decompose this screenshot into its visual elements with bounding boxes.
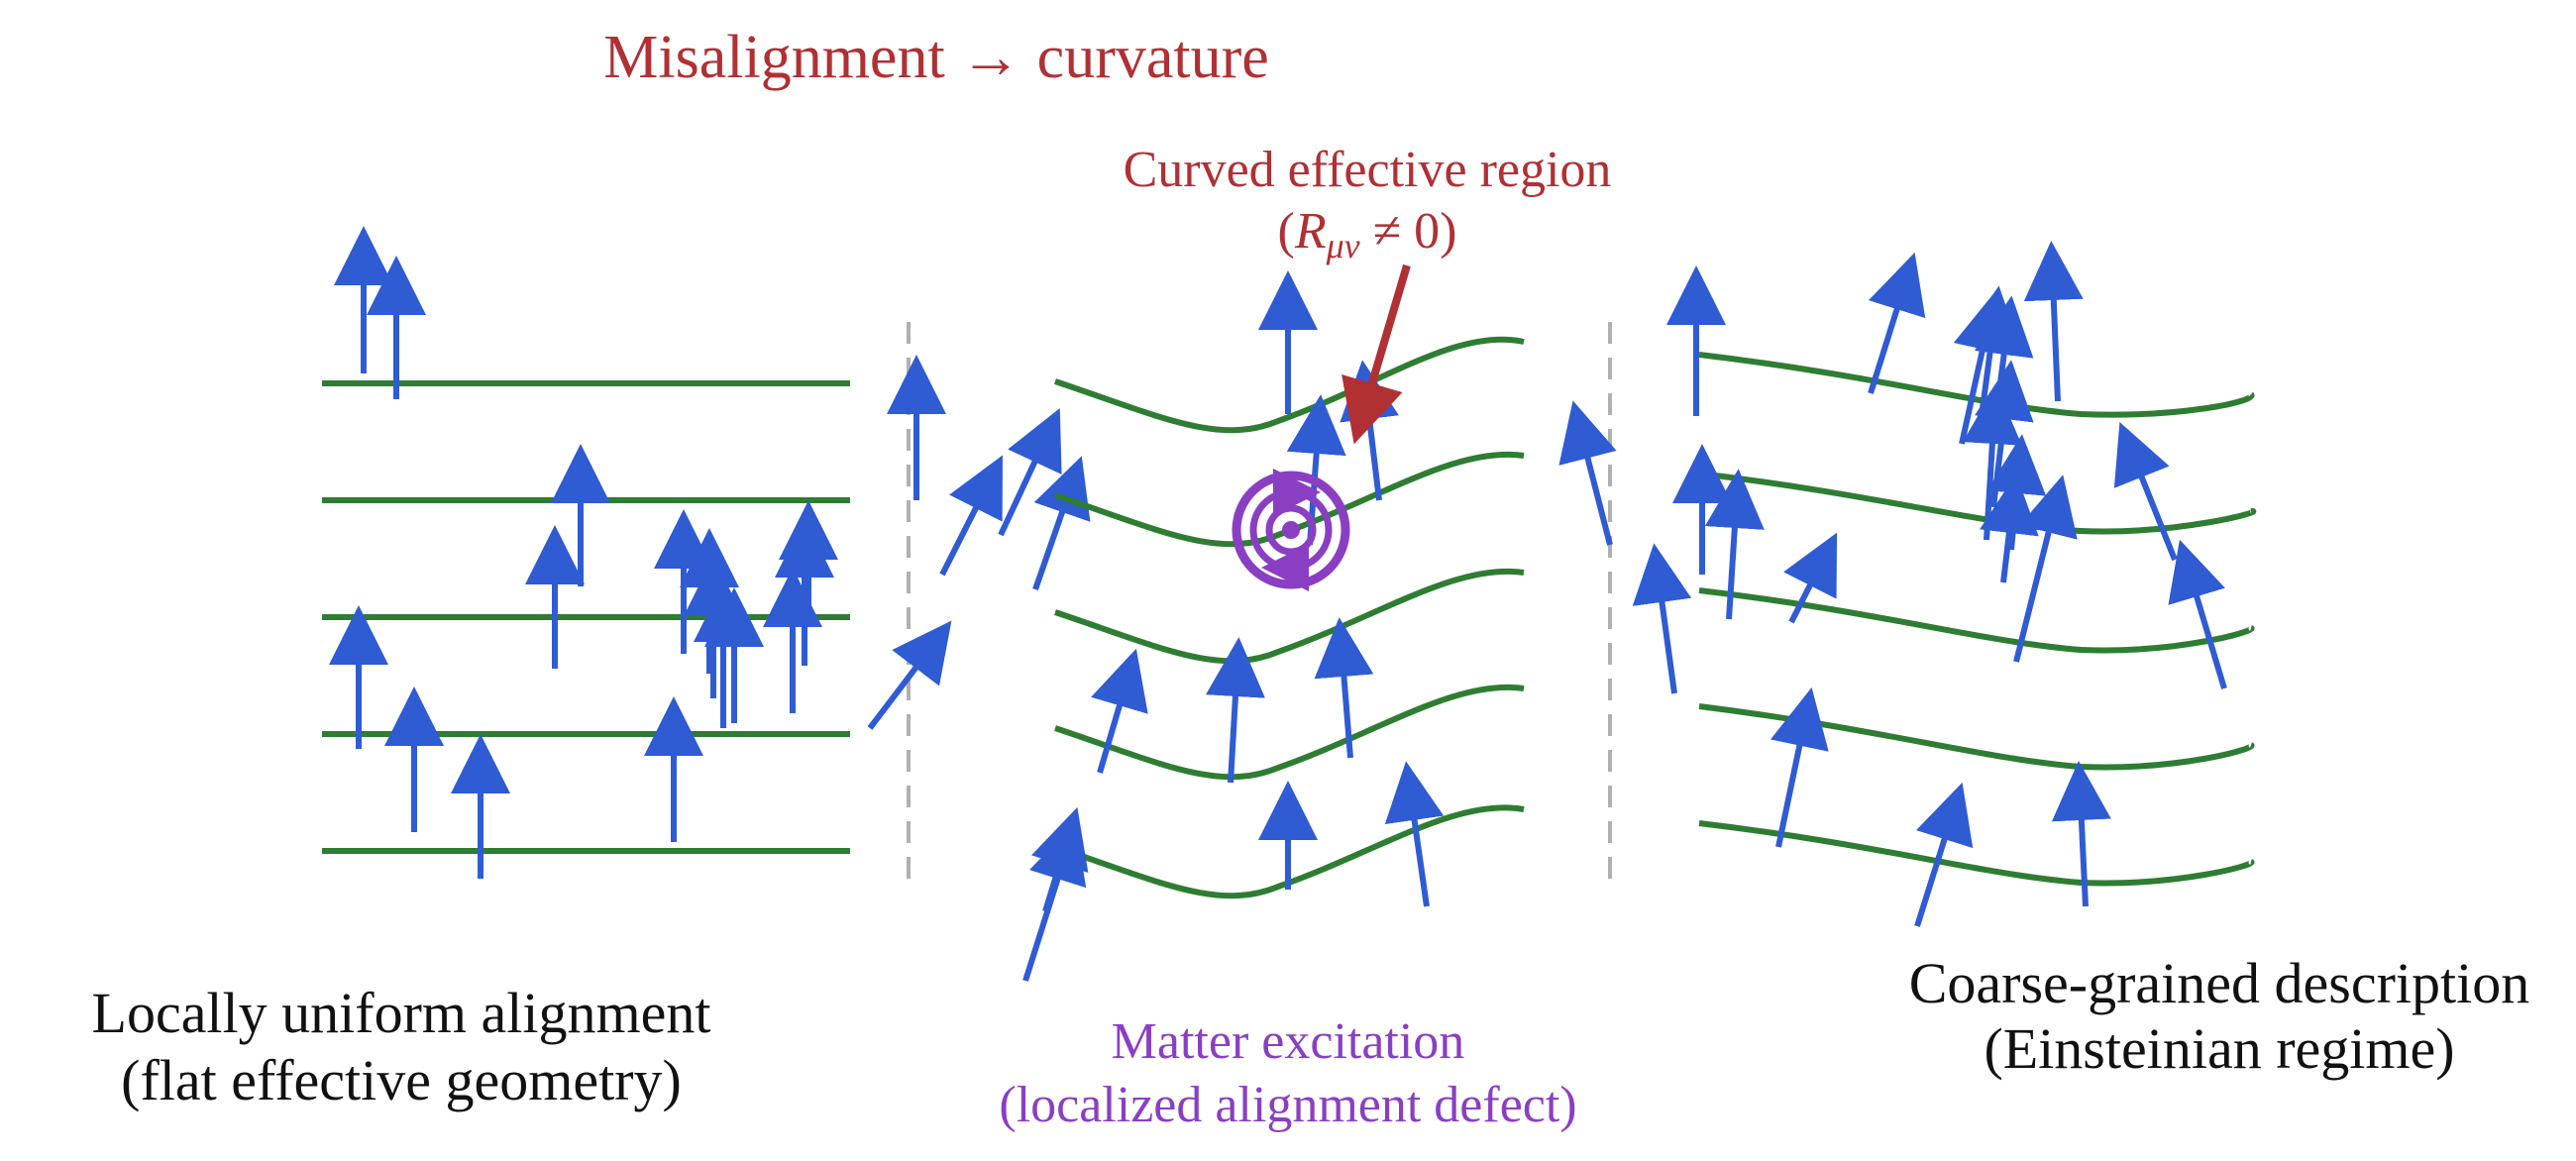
vector-arrow [1783, 532, 1838, 624]
equation-subscript: μν [1326, 226, 1360, 265]
vector-arrow [1914, 782, 1974, 927]
left-caption-line1: Locally uniform alignment [92, 981, 711, 1045]
transition-arrows-left [867, 355, 1091, 730]
equation-rest: ≠ 0) [1360, 203, 1457, 260]
right-arrows [1558, 241, 2227, 927]
vector-arrow [1868, 252, 1926, 394]
coarse-line-4 [1698, 703, 2255, 771]
vector-arrow [1384, 761, 1445, 907]
equation-symbol: R [1294, 203, 1327, 260]
right-caption-line2: (Einsteinian regime) [1984, 1016, 2454, 1081]
defect-core [1282, 521, 1300, 539]
diagram-title: Misalignment → curvature [603, 24, 1269, 91]
vector-arrow [1031, 806, 1089, 912]
curved-region-equation: (Rμν ≠ 0) [1277, 203, 1456, 265]
vector-arrow [2023, 241, 2084, 402]
vector-arrow [939, 455, 1003, 577]
curved-line-1 [1054, 336, 1525, 434]
vector-arrow [2168, 539, 2227, 689]
right-caption-line1: Coarse-grained description [1909, 951, 2530, 1015]
curved-line-4 [1054, 684, 1525, 781]
right-panel [1698, 352, 2257, 887]
curvature-pointer-arrow [1342, 264, 1411, 445]
curved-line-3 [1054, 568, 1525, 665]
coarse-line-3 [1698, 587, 2255, 654]
matter-defect [1232, 469, 1350, 591]
vector-arrow [1314, 617, 1374, 759]
vector-arrow [1770, 686, 1829, 848]
vector-arrow [1986, 434, 2047, 551]
left-arrows [329, 226, 838, 879]
matter-caption-line1: Matter excitation [1112, 1013, 1465, 1070]
coarse-line-2 [1698, 471, 2257, 535]
vector-arrow [1091, 648, 1148, 774]
vector-arrow [1632, 543, 1692, 694]
equation-open-paren: ( [1277, 203, 1294, 260]
matter-caption-line2: (localized alignment defect) [999, 1077, 1576, 1133]
defect-swirl-arrow [1250, 469, 1321, 531]
middle-arrows [1022, 270, 1445, 982]
middle-panel [1054, 336, 1525, 899]
vector-arrow [1032, 456, 1091, 590]
vector-arrow [1704, 469, 1765, 620]
vector-arrow [1558, 400, 1617, 546]
vector-arrow [1980, 474, 2039, 583]
vector-arrow [2113, 422, 2178, 562]
left-caption-line2: (flat effective geometry) [121, 1048, 682, 1112]
left-panel [322, 380, 850, 854]
coarse-line-5 [1698, 820, 2255, 887]
vector-arrow [2013, 475, 2078, 663]
vector-arrow [998, 407, 1062, 537]
vector-arrow [1206, 637, 1265, 784]
vector-arrow [2051, 761, 2111, 907]
curved-line-2 [1054, 451, 1525, 548]
vector-arrow [1340, 360, 1399, 501]
coarse-line-1 [1698, 352, 2255, 418]
curved-line-5 [1054, 804, 1525, 899]
curved-region-label: Curved effective region [1124, 142, 1612, 198]
defect-swirl-arrow [1261, 529, 1332, 591]
vector-arrow [867, 620, 952, 730]
